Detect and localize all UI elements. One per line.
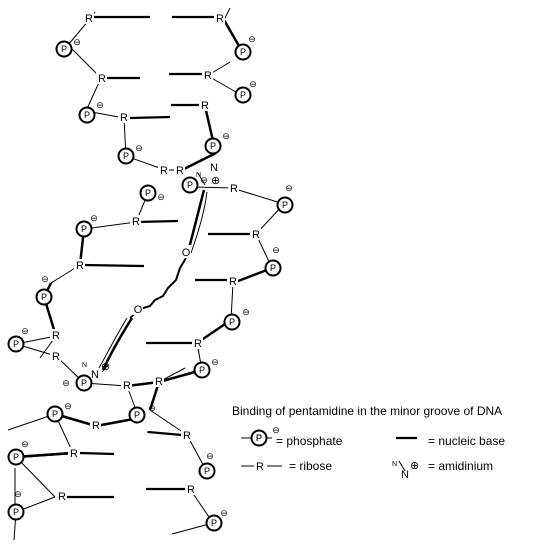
ribose-label: R	[92, 420, 100, 432]
legend-nucleic-base: = nucleic base	[428, 434, 505, 448]
legend-amidinium-plus: ⊕	[410, 460, 419, 472]
charge-label: ⊖	[242, 307, 250, 317]
charge-label: ⊖	[248, 34, 256, 44]
phosphate-label: P	[204, 466, 210, 476]
pentamidine-labels: N N ⊕ O O N N ⊕	[82, 162, 220, 381]
phosphate-label: P	[123, 151, 129, 161]
ribose-label: R	[120, 112, 128, 124]
pentamidine-ligand	[98, 172, 208, 373]
ribose-label: R	[216, 13, 224, 25]
ribose-label: R	[132, 216, 140, 228]
charge-label: ⊖	[148, 403, 156, 413]
phosphate-label: P	[282, 200, 288, 210]
phosphate-label: P	[240, 90, 246, 100]
nucleic-bases	[60, 15, 250, 499]
ribose-label: R	[52, 330, 60, 342]
charge-label: ⊖	[200, 175, 208, 185]
phosphate-label: P	[84, 110, 90, 120]
ribose-label: R	[187, 484, 195, 496]
charge-label: ⊖	[272, 425, 280, 435]
charge-label: ⊖	[21, 439, 29, 449]
ribose-label: R	[194, 338, 202, 350]
charge-label: ⊖	[157, 192, 165, 202]
charge-label: ⊖	[41, 274, 49, 284]
phosphate-label: P	[145, 188, 151, 198]
ribose-label: R	[155, 376, 163, 388]
charge-label: ⊖	[285, 183, 293, 193]
charge-label: ⊖	[220, 508, 228, 518]
phosphate-groups	[7, 40, 294, 532]
charge-label: ⊖	[272, 245, 280, 255]
charge-label: ⊖	[222, 131, 230, 141]
phosphate-label: P	[211, 518, 217, 528]
phosphate-label: P	[13, 339, 19, 349]
charge-label: ⊖	[96, 100, 104, 110]
charge-label: ⊖	[135, 143, 143, 153]
ribose-label: R	[123, 380, 131, 392]
phosphate-label: P	[81, 224, 87, 234]
phosphate-label: P	[13, 452, 19, 462]
phosphate-label: P	[61, 44, 67, 54]
ribose-labels: R R R R R R R R R R R R R R R R R R R R …	[50, 12, 261, 503]
phosphate-label: P	[210, 141, 216, 151]
charge-label: ⊖	[73, 37, 81, 47]
charge-label: ⊖	[62, 378, 70, 388]
legend: P = phosphate = nucleic base R = ribose …	[241, 433, 505, 481]
ribose-label: R	[230, 183, 238, 195]
ribose-label: R	[58, 491, 66, 503]
charge-label: ⊖	[64, 401, 72, 411]
legend-amidinium-n: N	[401, 469, 409, 481]
amidinium-n: N	[210, 162, 218, 174]
phosphate-letters: P P P P P P P P P P P P P P P P P P P P …	[13, 44, 288, 528]
phosphate-label: P	[134, 410, 140, 420]
bold-bonds	[15, 19, 273, 459]
phosphate-label: P	[13, 507, 19, 517]
phosphate-label: P	[81, 378, 87, 388]
ribose-label: R	[204, 70, 212, 82]
legend-ribose: = ribose	[289, 459, 332, 473]
charge-label: ⊖	[211, 357, 219, 367]
charge-label: ⊖	[90, 213, 98, 223]
phosphate-label: P	[199, 365, 205, 375]
ribose-label: R	[201, 100, 209, 112]
ether-oxygen-lower: O	[134, 304, 143, 316]
amidinium-n-small: N	[82, 362, 87, 369]
phosphate-label: P	[52, 409, 58, 419]
ribose-label: R	[160, 165, 168, 177]
legend-phosphate-symbol: P	[256, 433, 262, 443]
ribose-label: R	[98, 73, 106, 85]
phosphate-label: P	[41, 292, 47, 302]
phosphate-label: P	[229, 317, 235, 327]
amidinium-plus: ⊕	[211, 175, 220, 187]
ether-oxygen-upper: O	[182, 247, 191, 259]
phosphate-charges: ⊖ ⊖ ⊖ ⊖ ⊖ ⊖ ⊖ ⊖ ⊖ ⊖ ⊖ ⊖ ⊖ ⊖ ⊖ ⊖ ⊖ ⊖ ⊖ ⊖ …	[14, 34, 293, 518]
phosphate-label: P	[240, 47, 246, 57]
ribose-label: R	[76, 260, 84, 272]
charge-label: ⊖	[21, 326, 29, 336]
ribose-label: R	[183, 430, 191, 442]
amidinium-n-small: N	[196, 172, 201, 179]
charge-label: ⊖	[206, 451, 214, 461]
charge-label: ⊖	[14, 489, 22, 499]
figure-caption: Binding of pentamidine in the minor groo…	[232, 404, 502, 418]
legend-amidinium-n-small: N	[392, 461, 397, 468]
amidinium-plus: ⊕	[101, 361, 110, 373]
legend-phosphate: = phosphate	[276, 434, 343, 448]
ribose-label: R	[176, 165, 184, 177]
ribose-label: R	[85, 13, 93, 25]
ribose-label: R	[70, 448, 78, 460]
charge-label: ⊖	[249, 79, 257, 89]
phosphate-label: P	[187, 180, 193, 190]
amidinium-n: N	[91, 369, 99, 381]
ribose-label: R	[229, 276, 237, 288]
legend-amidinium: = amidinium	[428, 459, 493, 473]
ribose-label: R	[52, 351, 60, 363]
legend-ribose-symbol: R	[256, 461, 264, 473]
phosphate-label: P	[270, 263, 276, 273]
phosphate-label: P	[256, 433, 262, 443]
ribose-label: R	[252, 229, 260, 241]
